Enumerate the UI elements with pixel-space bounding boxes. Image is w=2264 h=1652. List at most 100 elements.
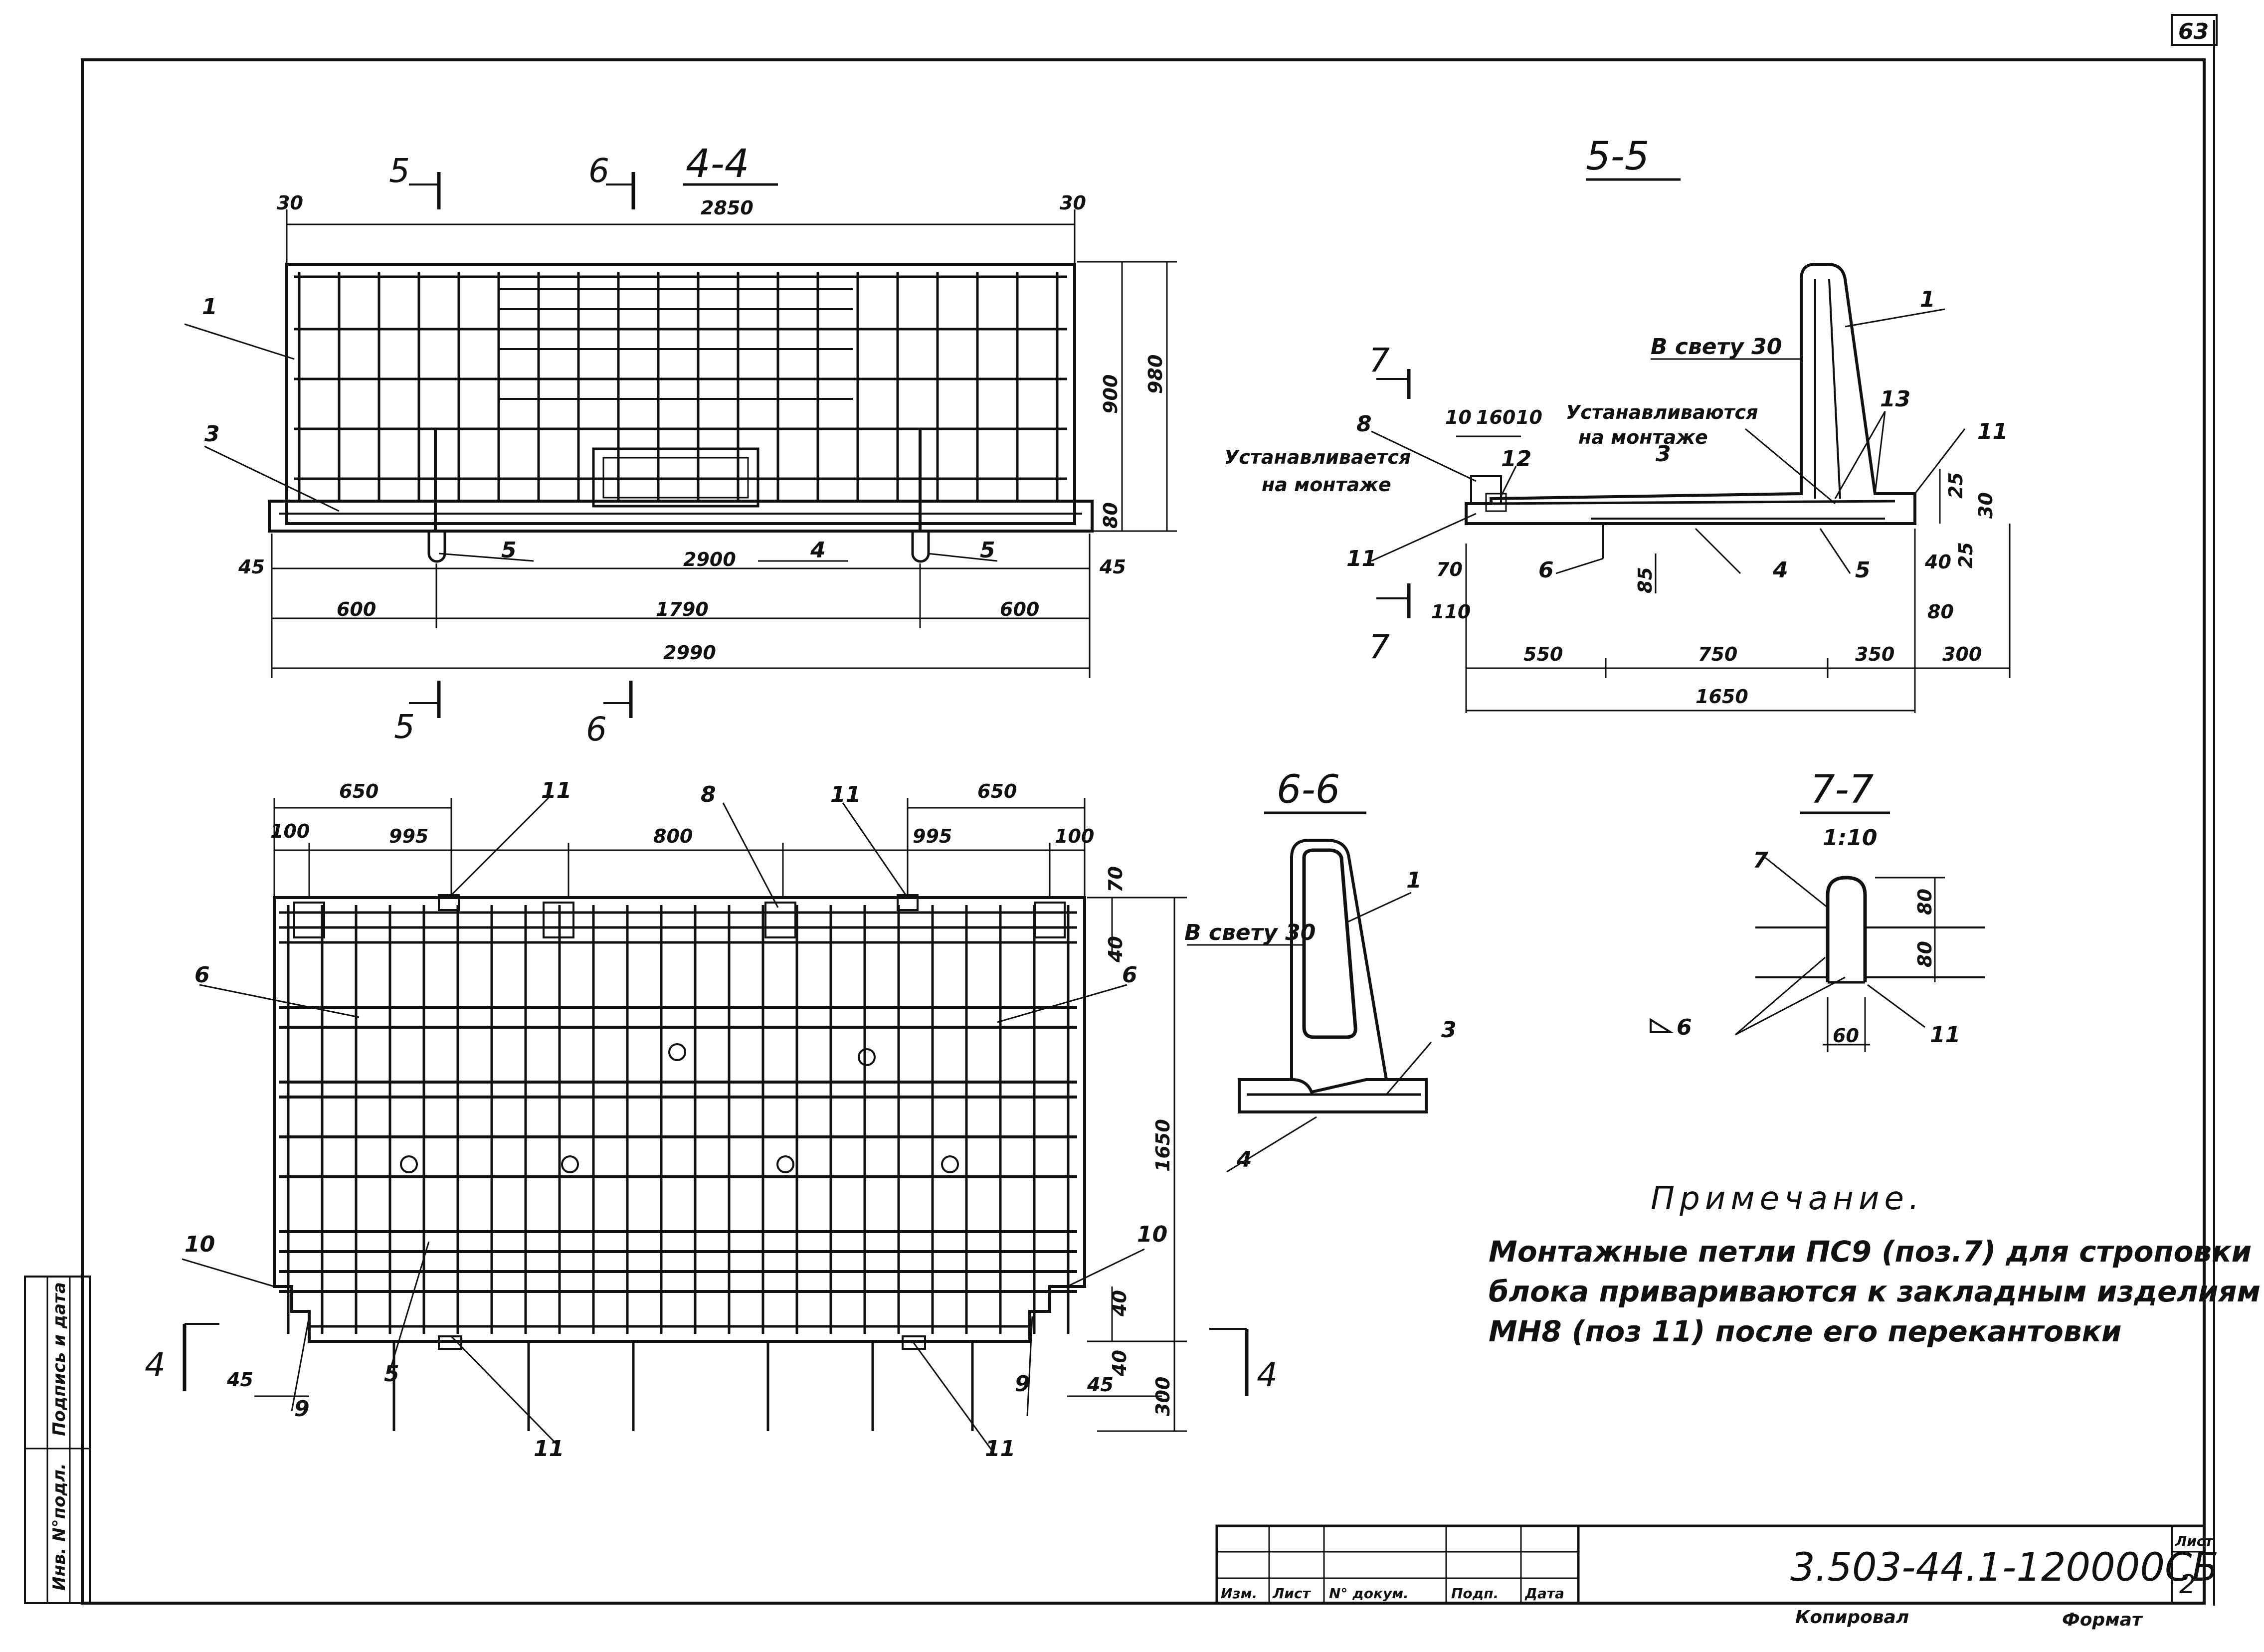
callout-5-6: 6 [1538, 557, 1554, 583]
installed-note-1b: на монтаже [1262, 474, 1391, 496]
callout-4-5b: 5 [980, 538, 995, 563]
installed-note-2b: на монтаже [1578, 426, 1708, 448]
installed-note-1: Устанавливается [1224, 446, 1411, 468]
callout-5-11-left: 11 [1346, 546, 1377, 571]
dim-p-45-left: 45 [226, 1369, 253, 1391]
dim-7-60: 60 [1833, 1025, 1859, 1047]
dim-4-600-right: 600 [1000, 598, 1039, 620]
dim-p-100-right: 100 [1055, 825, 1094, 847]
callout-p-5: 5 [384, 1361, 399, 1387]
callout-p-6-right: 6 [1122, 962, 1137, 988]
section-7-7 [1650, 811, 1985, 1052]
installed-note-2: Устанавливаются [1566, 401, 1758, 423]
dim-7-80-top: 80 [1914, 889, 1936, 915]
sheet-frame [24, 14, 2218, 1606]
stamp-col-list: Лист [1272, 1585, 1311, 1602]
dim-p-995-left: 995 [389, 825, 428, 847]
note-line-3: МН8 (поз 11) после его перекантовки [1489, 1314, 2122, 1348]
dim-4-1790: 1790 [656, 598, 709, 620]
callout-5-3: 3 [1656, 441, 1671, 467]
dim-4-600-left: 600 [337, 598, 376, 620]
note-line-1: Монтажные петли ПС9 (поз.7) для строповк… [1489, 1235, 2252, 1269]
callout-5-4: 4 [1772, 557, 1788, 583]
dim-7-80-bottom: 80 [1914, 941, 1936, 967]
section-5-5-title: 5-5 [1586, 134, 1649, 179]
section-7-7-scale: 1:10 [1823, 825, 1877, 851]
dim-4-30-left: 30 [277, 192, 303, 214]
callout-p-11-top-right: 11 [830, 782, 861, 807]
dim-p-70: 70 [1105, 866, 1127, 893]
dim-5-550: 550 [1523, 643, 1563, 665]
dim-p-650-left: 650 [339, 780, 378, 802]
clear-text-6-6: В свету 30 [1184, 920, 1316, 945]
stamp-col-izm: Изм. [1221, 1585, 1257, 1602]
cut-5-bottom: 5 [394, 708, 415, 746]
cut-6-top: 6 [588, 152, 609, 190]
dim-p-40-mid: 40 [1109, 1290, 1131, 1317]
dim-5-10b: 10 [1516, 406, 1542, 428]
section-6-6 [1187, 811, 1432, 1173]
callout-p-10-left: 10 [185, 1232, 215, 1257]
format-label: Формат [2062, 1610, 2143, 1630]
note-title: Примечание. [1651, 1180, 1924, 1217]
callout-6-3: 3 [1441, 1017, 1457, 1043]
sheet-label: Лист [2175, 1533, 2214, 1549]
side-label-sign: Подпись и дата [49, 1282, 69, 1436]
callout-p-6-left: 6 [194, 962, 210, 988]
dim-4-45-left: 45 [238, 556, 265, 578]
callout-5-11-right: 11 [1977, 419, 2008, 444]
dim-5-110: 110 [1431, 601, 1471, 623]
dim-4-30-right: 30 [1060, 192, 1086, 214]
dim-5-25b: 25 [1955, 542, 1977, 568]
sheet-number: 2 [2179, 1570, 2196, 1600]
dim-p-40-top: 40 [1105, 936, 1127, 963]
cut-5-top: 5 [389, 152, 410, 190]
clear-text-5-5: В свету 30 [1651, 334, 1782, 360]
cut-7-bottom: 7 [1369, 628, 1390, 666]
callout-p-11-top-left: 11 [541, 778, 571, 803]
cut-7-top: 7 [1369, 341, 1390, 379]
weld-size-7-7: 6 [1677, 1015, 1692, 1040]
callout-6-4: 4 [1236, 1147, 1252, 1172]
dim-4-45-right: 45 [1099, 556, 1126, 578]
callout-4-5a: 5 [501, 538, 517, 563]
dim-4-2990: 2990 [663, 642, 716, 664]
doc-code: 3.503-44.1-120000СБ [1790, 1545, 2219, 1590]
note-line-2: блока привариваются к закладным изделиям [1489, 1275, 2261, 1308]
page-number: 63 [2178, 19, 2209, 44]
dim-5-30: 30 [1975, 492, 1997, 519]
cut-4-left: 4 [145, 1346, 166, 1384]
callout-7-11: 11 [1930, 1022, 1960, 1048]
dim-4-80: 80 [1100, 502, 1122, 529]
dim-5-25a: 25 [1945, 472, 1967, 499]
dim-p-45-right: 45 [1087, 1374, 1114, 1396]
callout-5-5: 5 [1855, 557, 1871, 583]
dim-5-1650: 1650 [1696, 686, 1748, 708]
callout-p-9-left: 9 [294, 1396, 310, 1422]
section-5-5 [1371, 178, 2011, 713]
callout-4-4: 4 [810, 538, 826, 563]
callout-4-1: 1 [202, 294, 217, 320]
callout-6-1: 1 [1406, 868, 1422, 893]
dim-4-2900: 2900 [683, 549, 736, 570]
dim-4-900: 900 [1100, 374, 1122, 414]
title-block [1215, 1524, 2206, 1605]
stamp-col-doc: N° докум. [1329, 1585, 1409, 1602]
callout-p-11-bottom-left: 11 [534, 1436, 564, 1462]
dim-p-800: 800 [653, 825, 693, 847]
callout-p-9-right: 9 [1015, 1371, 1030, 1397]
plan-view [182, 797, 1249, 1452]
callout-p-10-right: 10 [1137, 1222, 1167, 1247]
dim-p-100-left: 100 [270, 820, 310, 842]
dim-5-350: 350 [1855, 643, 1894, 665]
dim-5-85: 85 [1634, 567, 1656, 593]
callout-5-1: 1 [1920, 287, 1935, 312]
section-7-7-title: 7-7 [1810, 767, 1874, 812]
dim-4-2850: 2850 [701, 197, 754, 219]
callout-7-7: 7 [1753, 848, 1768, 873]
copied-label: Копировал [1795, 1607, 1909, 1628]
dim-p-1650: 1650 [1152, 1119, 1174, 1172]
dim-p-40-low: 40 [1109, 1350, 1131, 1377]
dim-5-10a: 10 [1445, 406, 1472, 428]
